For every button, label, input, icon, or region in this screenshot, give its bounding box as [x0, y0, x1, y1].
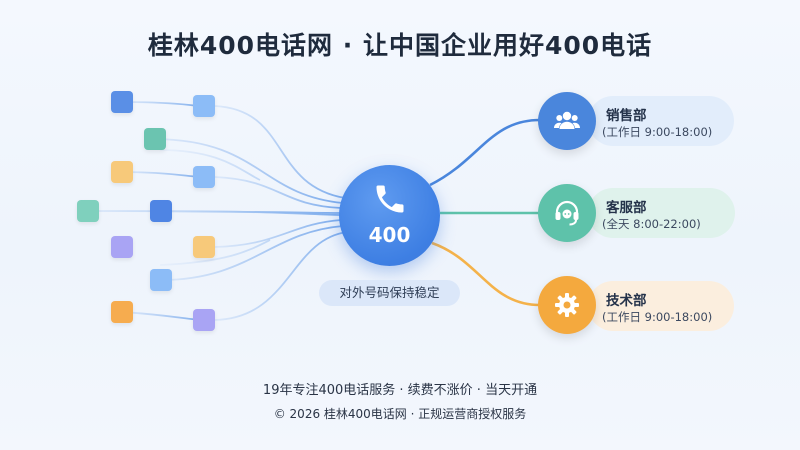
dept-name: 客服部: [606, 200, 647, 216]
page-title: 桂林400电话网 · 让中国企业用好400电话: [147, 31, 653, 60]
caller-line: [214, 219, 342, 248]
stable-number-badge: 对外号码保持稳定: [319, 280, 460, 306]
hub-400-node: 400: [339, 165, 440, 266]
caller-line: [160, 225, 344, 281]
line-tech: [431, 241, 541, 307]
dept-card-tech: 技术部 (工作日 9:00-18:00): [588, 281, 734, 331]
dept-icon-service: [538, 184, 596, 242]
line-sales: [429, 118, 541, 187]
caller-line: [159, 149, 261, 181]
caller-line: [214, 105, 346, 199]
dept-icon-sales: [538, 92, 596, 150]
caller-line: [121, 171, 205, 178]
dept-card-service: 客服部 (全天 8:00-22:00): [588, 188, 735, 238]
caller-line: [121, 311, 205, 321]
caller-node: [144, 128, 166, 150]
caller-node: [111, 301, 133, 323]
footer-copyright: © 2026 桂林400电话网 · 正规运营商授权服务: [273, 407, 527, 421]
dept-icon-tech: [538, 276, 596, 334]
dept-hours: (工作日 9:00-18:00): [602, 310, 713, 324]
caller-line: [159, 239, 271, 266]
caller-line: [154, 138, 344, 204]
caller-node: [193, 166, 215, 188]
caller-node: [150, 269, 172, 291]
users-icon: [554, 111, 580, 129]
caller-node: [193, 309, 215, 331]
footer-slogan: 19年专注400电话服务 · 续费不涨价 · 当天开通: [262, 383, 538, 398]
caller-node: [193, 236, 215, 258]
caller-node: [193, 95, 215, 117]
caller-line: [121, 101, 205, 107]
caller-node: [77, 200, 99, 222]
headset-icon: [555, 200, 579, 226]
caller-node: [150, 200, 172, 222]
hub-number: 400: [368, 223, 411, 247]
caller-node: [111, 161, 133, 183]
caller-line: [214, 176, 342, 209]
phone-icon: [376, 185, 404, 213]
dept-name: 技术部: [606, 293, 647, 309]
caller-line: [214, 231, 348, 321]
caller-line: [160, 210, 341, 216]
dept-hours: (全天 8:00-22:00): [602, 217, 701, 231]
dept-card-sales: 销售部 (工作日 9:00-18:00): [588, 96, 734, 146]
dept-name: 销售部: [606, 108, 647, 124]
gear-icon: [555, 293, 579, 317]
dept-hours: (工作日 9:00-18:00): [602, 125, 713, 139]
caller-node: [111, 91, 133, 113]
caller-node: [111, 236, 133, 258]
